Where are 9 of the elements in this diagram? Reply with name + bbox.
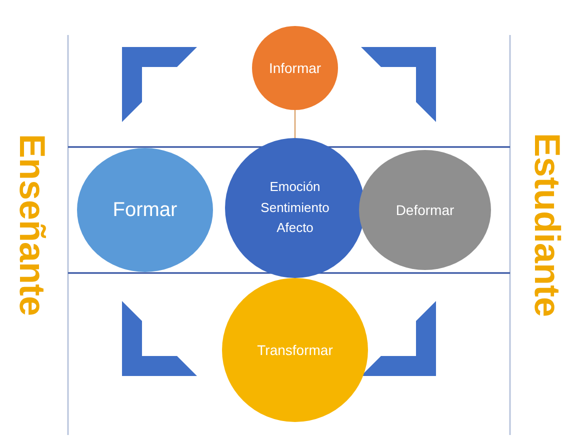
- node-label: Informar: [268, 58, 322, 78]
- side-title: Estudiante: [526, 132, 568, 320]
- node-label: Transformar: [257, 340, 333, 360]
- node-label: Formar: [112, 198, 178, 223]
- node-label: Deformar: [396, 200, 454, 220]
- connector-line: [294, 110, 296, 138]
- side-title: Enseñante: [11, 132, 53, 318]
- circle-node: [359, 150, 491, 270]
- node-label: Emoción Sentimiento Afecto: [260, 178, 330, 238]
